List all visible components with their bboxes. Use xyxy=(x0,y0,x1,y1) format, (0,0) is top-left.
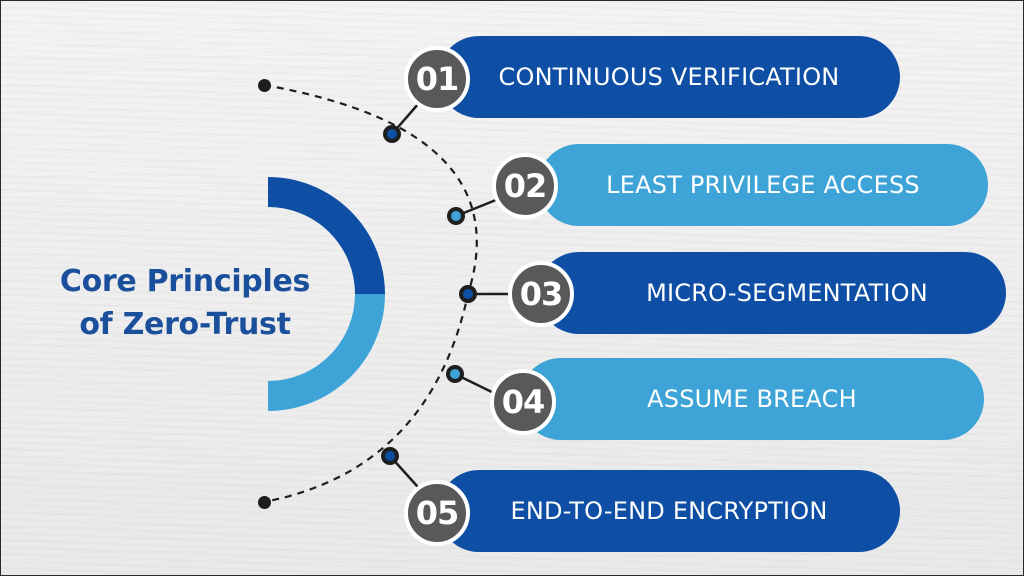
principle-pill-02: LEAST PRIVILEGE ACCESS xyxy=(538,144,988,226)
arc-dot-02 xyxy=(447,207,465,225)
arc-dot-03 xyxy=(459,285,477,303)
principle-number-03: 03 xyxy=(508,261,574,327)
principle-pill-03: MICRO-SEGMENTATION xyxy=(538,252,1006,334)
diagram-title: Core Principles of Zero-Trust xyxy=(20,260,350,346)
arc-dot-04 xyxy=(446,365,464,383)
title-line-2: of Zero-Trust xyxy=(79,307,291,342)
principle-label-04: ASSUME BREACH xyxy=(647,385,857,413)
half-ring-top xyxy=(267,177,385,295)
half-ring-bottom xyxy=(267,293,385,411)
principle-label-03: MICRO-SEGMENTATION xyxy=(646,279,928,307)
principle-number-05: 05 xyxy=(404,480,470,546)
principle-label-02: LEAST PRIVILEGE ACCESS xyxy=(606,171,920,199)
principle-label-01: CONTINUOUS VERIFICATION xyxy=(498,63,840,91)
principle-number-04: 04 xyxy=(490,369,556,435)
arc-end-dot-top xyxy=(258,79,271,92)
principle-number-01: 01 xyxy=(404,46,470,112)
arc-end-dot-bottom xyxy=(258,496,271,509)
principle-pill-01: CONTINUOUS VERIFICATION xyxy=(438,36,900,118)
principle-pill-05: END-TO-END ENCRYPTION xyxy=(438,470,900,552)
principle-pill-04: ASSUME BREACH xyxy=(520,358,984,440)
principle-label-05: END-TO-END ENCRYPTION xyxy=(510,497,828,525)
arc-dot-01 xyxy=(383,125,401,143)
principle-number-02: 02 xyxy=(492,153,558,219)
title-line-1: Core Principles xyxy=(59,264,311,299)
arc-dot-05 xyxy=(381,447,399,465)
